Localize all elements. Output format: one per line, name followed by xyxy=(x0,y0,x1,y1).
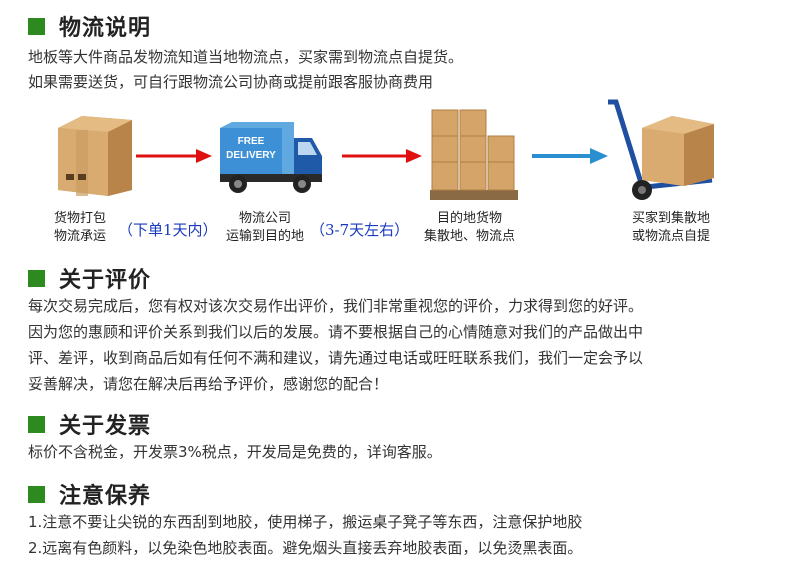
care-line-1: 1.注意不要让尖锐的东西刮到地胶，使用梯子，搬运桌子凳子等东西，注意保护地胶 xyxy=(28,513,583,531)
step-2-line-2: 运输到目的地 xyxy=(226,229,305,244)
care-line-2: 2.远离有色颜料，以免染色地胶表面。避免烟头直接丢弃地胶表面，以免烫黑表面。 xyxy=(28,539,583,557)
delivery-truck-icon: FREE DELIVERY xyxy=(220,122,322,193)
section-title: 关于评价 xyxy=(59,268,152,293)
step-4-caption: 买家到集散地 或物流点自提 xyxy=(632,210,710,246)
green-square-icon xyxy=(28,415,45,433)
red-arrow-icon xyxy=(136,149,212,163)
stacked-boxes-icon xyxy=(430,109,518,200)
step-4-line-2: 或物流点自提 xyxy=(632,229,711,244)
note-order-time: （下单1天内） xyxy=(118,221,218,239)
step-1-caption: 货物打包 物流承运 xyxy=(54,210,106,246)
green-square-icon xyxy=(28,485,45,503)
section-review-header: 关于评价 xyxy=(28,262,151,294)
section-care-header: 注意保养 xyxy=(28,478,151,510)
green-square-icon xyxy=(28,17,45,35)
step-3-caption: 目的地货物 集散地、物流点 xyxy=(424,210,515,246)
review-line-2: 因为您的惠顾和评价关系到我们以后的发展。请不要根据自己的心情随意对我们的产品做出… xyxy=(28,323,644,341)
logistics-line-2: 如果需要送货，可自行跟物流公司协商或提前跟客服协商费用 xyxy=(28,73,434,91)
step-1-line-2: 物流承运 xyxy=(54,229,107,244)
hand-truck-icon xyxy=(608,99,714,200)
step-1-line-1: 货物打包 xyxy=(54,211,107,226)
step-4-line-1: 买家到集散地 xyxy=(632,211,711,226)
section-invoice-header: 关于发票 xyxy=(28,408,151,440)
blue-arrow-icon xyxy=(532,148,608,164)
step-2-caption: 物流公司 运输到目的地 xyxy=(226,210,304,246)
review-line-1: 每次交易完成后，您有权对该次交易作出评价，我们非常重视您的评价，力求得到您的好评… xyxy=(28,297,644,315)
truck-text-delivery: DELIVERY xyxy=(226,150,276,161)
review-line-4: 妥善解决，请您在解决后再给予评价，感谢您的配合！ xyxy=(28,375,389,393)
section-title: 关于发票 xyxy=(59,414,152,439)
truck-text-free: FREE xyxy=(238,136,265,147)
step-3-line-2: 集散地、物流点 xyxy=(424,229,516,244)
section-logistics-header: 物流说明 xyxy=(28,10,151,42)
review-line-3: 评、差评，收到商品后如有任何不满和建议，请先通过电话或旺旺联系我们，我们一定会予… xyxy=(28,349,644,367)
package-box-icon xyxy=(58,116,132,196)
red-arrow-icon xyxy=(342,149,422,163)
step-2-line-1: 物流公司 xyxy=(239,211,292,226)
note-transit-time: （3-7天左右） xyxy=(310,221,410,239)
invoice-line-1: 标价不含税金，开发票3%税点，开发局是免费的，详询客服。 xyxy=(28,443,442,461)
section-title: 注意保养 xyxy=(59,484,152,509)
logistics-line-1: 地板等大件商品发物流知道当地物流点，买家需到物流点自提货。 xyxy=(28,48,464,66)
green-square-icon xyxy=(28,269,45,287)
section-title: 物流说明 xyxy=(59,16,152,41)
step-3-line-1: 目的地货物 xyxy=(437,211,503,226)
